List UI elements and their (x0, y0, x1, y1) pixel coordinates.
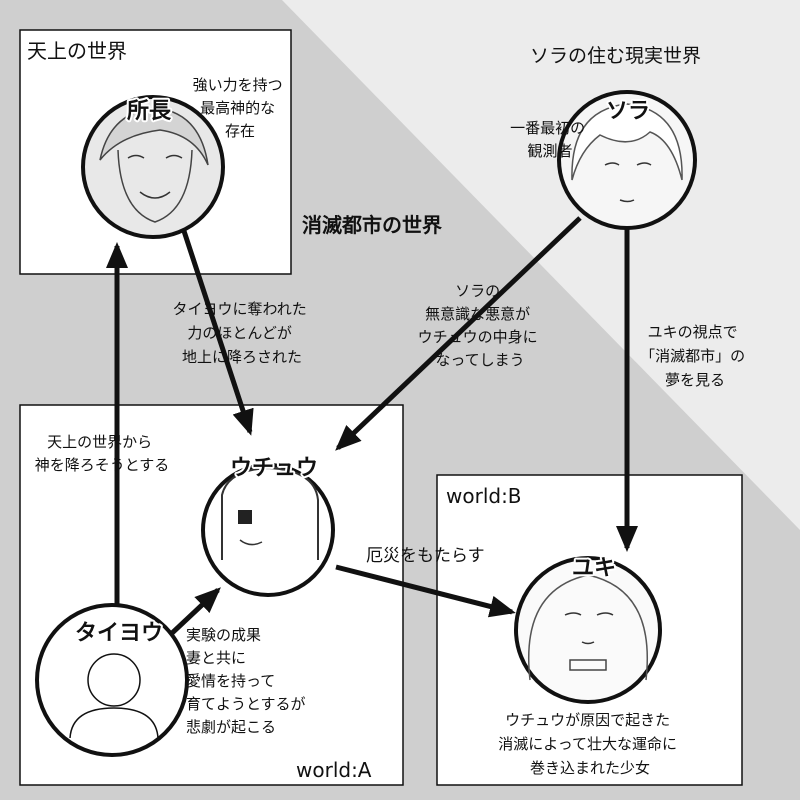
director-name: 所長 (127, 99, 172, 124)
sora-to-uchuu-line-4: なってしまう (435, 351, 524, 369)
uchuu-portrait (201, 463, 335, 597)
yuki-hair-icon (528, 574, 648, 681)
arrow-director-to-uchuu (180, 227, 254, 436)
uchuu-name: ウチュウ (230, 456, 318, 481)
taiyou-to-heaven-line-2: 神を降ろそうとする (35, 456, 170, 474)
heaven-label: 天上の世界 (27, 39, 127, 63)
uchuu-to-yuki-label: 厄災をもたらす (366, 546, 485, 566)
sora-name: ソラ (606, 99, 650, 124)
sora-to-yuki-label: ユキの視点で 「消滅都市」の 夢を見る (640, 323, 750, 389)
sora-to-yuki-line-2: 「消滅都市」の (640, 347, 745, 365)
sora-node (557, 90, 697, 230)
director-to-uchuu-label: タイヨウに奪われた 力のほとんどが 地上に降ろされた (172, 300, 311, 366)
taiyou-to-heaven-line-1: 天上の世界から (47, 433, 152, 451)
sora-to-uchuu-line-1: ソラの (455, 282, 500, 300)
taiyou-note-line-3: 愛情を持って (186, 672, 275, 690)
yuki-note: ウチュウが原因で起きた 消滅によって壮大な運命に 巻き込まれた少女 (498, 711, 682, 777)
director-to-uchuu-line-3: 地上に降ろされた (182, 348, 302, 366)
arrow-taiyou-to-uchuu (168, 587, 221, 637)
sora-to-yuki-line-3: 夢を見る (665, 371, 725, 389)
sora-note: 一番最初の 観測者 (510, 119, 590, 160)
sora-to-uchuu-label: ソラの 無意識な悪意が ウチュウの中身に なってしまう (418, 282, 543, 369)
director-to-uchuu-line-2: 力のほとんどが (187, 324, 292, 342)
uchuu-hair-icon (221, 466, 319, 560)
uchuu-node (201, 463, 335, 597)
director-note-line-3: 存在 (225, 122, 255, 140)
sora-note-line-2: 観測者 (527, 142, 572, 160)
real-world-label: ソラの住む現実世界 (530, 45, 701, 67)
director-to-uchuu-line-1: タイヨウに奪われた (172, 300, 306, 318)
taiyou-note-line-4: 育てようとするが (186, 695, 306, 713)
director-note-line-1: 強い力を持つ (193, 76, 283, 94)
yuki-note-line-3: 巻き込まれた少女 (530, 759, 650, 777)
taiyou-note-line-2: 妻と共に (186, 649, 246, 667)
world-b-label: world:B (446, 484, 522, 508)
silhouette-head-icon (87, 653, 141, 707)
taiyou-name: タイヨウ (75, 621, 163, 646)
taiyou-to-heaven-label: 天上の世界から 神を降ろそうとする (35, 433, 170, 474)
yuki-note-line-1: ウチュウが原因で起きた (505, 711, 670, 729)
sora-to-uchuu-line-3: ウチュウの中身に (418, 328, 538, 346)
yuki-portrait (514, 556, 662, 704)
director-note: 強い力を持つ 最高神的な 存在 (193, 76, 288, 140)
arrow-uchuu-to-yuki (335, 564, 516, 618)
taiyou-note: 実験の成果 妻と共に 愛情を持って 育てようとするが 悲劇が起こる (186, 626, 310, 736)
world-a-label: world:A (296, 758, 372, 782)
director-hair-icon (99, 107, 209, 166)
city-label: 消滅都市の世界 (302, 213, 442, 237)
yuki-name: ユキ (572, 556, 616, 581)
yuki-note-line-2: 消滅によって壮大な運命に (498, 735, 677, 753)
sora-to-uchuu-line-2: 無意識な悪意が (425, 305, 530, 323)
silhouette-body-icon (69, 707, 159, 739)
taiyou-note-line-5: 悲劇が起こる (186, 718, 276, 736)
director-face-icon (117, 149, 193, 223)
yuki-node (514, 556, 662, 704)
sora-to-yuki-line-1: ユキの視点で (648, 323, 738, 341)
sora-hair-icon (571, 103, 683, 181)
taiyou-note-line-1: 実験の成果 (186, 626, 261, 644)
sora-note-line-1: 一番最初の (510, 119, 585, 137)
taiyou-node (35, 603, 189, 757)
arrow-sora-to-uchuu (335, 216, 582, 451)
director-node (81, 95, 225, 239)
director-note-line-2: 最高神的な (200, 99, 275, 117)
